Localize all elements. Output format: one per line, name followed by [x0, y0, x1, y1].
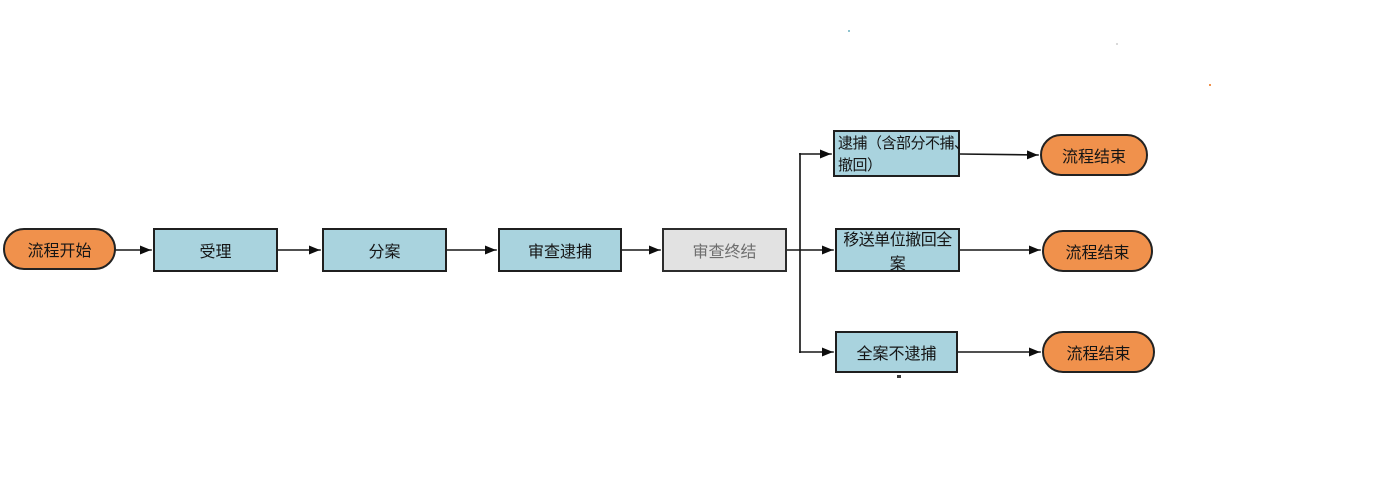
artifact-dot — [1209, 84, 1211, 86]
connector-arrest-end — [959, 150, 1039, 160]
node-process-start: 流程开始 — [3, 228, 116, 270]
artifact-dot — [848, 30, 850, 32]
node-process-end-bottom: 流程结束 — [1042, 331, 1155, 373]
node-process-end-top: 流程结束 — [1040, 134, 1148, 176]
node-arrest-outcome: 逮捕（含部分不捕、 撤回） — [833, 130, 969, 177]
node-review-conclusion: 审查终结 — [662, 228, 787, 272]
artifact-dot — [1116, 43, 1118, 45]
node-process-end-middle: 流程结束 — [1042, 230, 1153, 272]
node-withdraw-whole-case: 移送单位撤回全案 — [835, 228, 960, 273]
node-review-arrest: 审查逮捕 — [498, 228, 622, 272]
artifact-tick — [897, 375, 901, 378]
node-accept: 受理 — [153, 228, 278, 272]
node-no-arrest-whole-case: 全案不逮捕 — [835, 331, 958, 373]
node-case-assignment: 分案 — [322, 228, 447, 272]
